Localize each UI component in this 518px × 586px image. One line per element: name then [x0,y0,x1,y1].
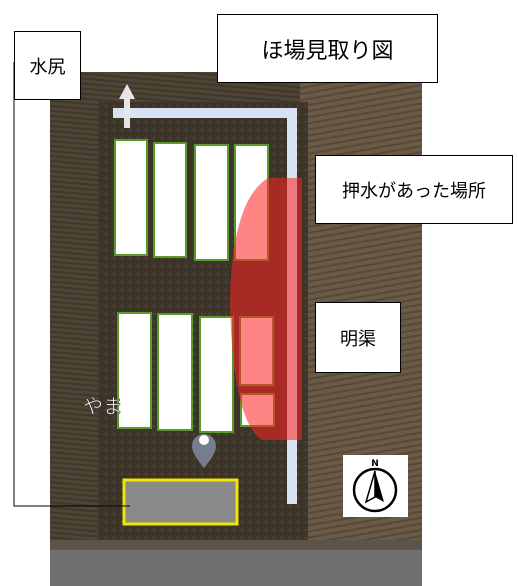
plot-rect [153,142,187,258]
flooded-area-label-text: 押水があった場所 [342,180,486,202]
outlet-leader-line [13,62,130,507]
compass-north-letter: N [371,459,379,469]
flooded-area-label: 押水があった場所 [315,155,513,224]
place-label: やま [83,394,123,418]
arrow-up-icon [119,84,135,128]
flood-area [230,178,302,440]
yellow-box [122,478,239,526]
map-title: ほ場見取り図 [217,14,438,83]
plot-rect [114,139,148,256]
map-pin-icon [192,434,216,468]
map-title-text: ほ場見取り図 [261,38,394,64]
ditch-label-text: 明渠 [340,328,376,350]
plot-rect [157,313,193,431]
plot-rect [194,144,229,261]
outlet-label: 水尻 [14,31,81,100]
plot-rect [199,316,234,433]
outlet-label-text: 水尻 [29,56,66,78]
plot-rect [117,312,152,429]
ditch-label: 明渠 [315,302,401,373]
north-compass-icon: N [343,455,408,517]
